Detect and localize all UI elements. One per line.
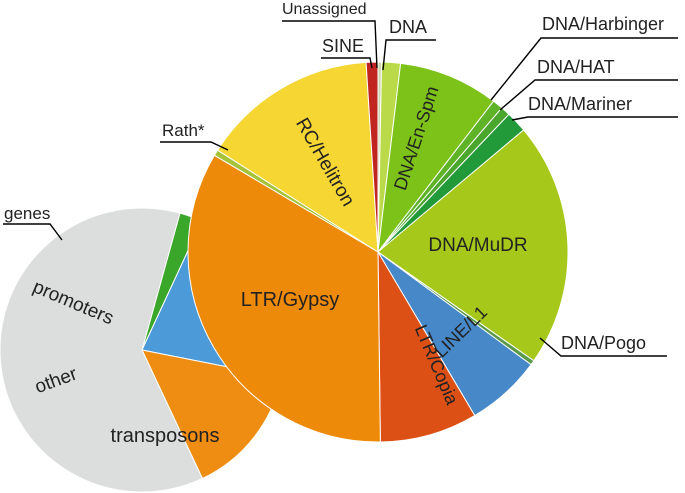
transposon-slice-ltr-copia — [377, 250, 476, 443]
dna-leader — [382, 39, 436, 71]
slice-label-unassigned: Unassigned — [282, 1, 367, 18]
slice-label-rath: Rath* — [162, 121, 205, 140]
slice-label-dna-mariner: DNA/Mariner — [528, 94, 632, 114]
slice-label-transposons: transposons — [111, 425, 220, 447]
sine-leader — [321, 57, 373, 69]
features-slice-transposons — [0, 207, 204, 493]
transposon-slice-ltr-gypsy — [187, 154, 381, 443]
mariner-leader — [511, 116, 678, 121]
transposon-slice-rc-helitron — [216, 61, 379, 253]
genes-leader — [3, 223, 63, 241]
unassigned-leader — [282, 20, 378, 69]
slice-label-dna-mudr: DNA/MuDR — [428, 235, 527, 256]
hat-leader — [499, 79, 678, 111]
leader-lines — [3, 20, 678, 357]
transposon-slice-dna-mudr — [377, 129, 569, 362]
harbinger-leader — [490, 37, 678, 101]
slice-label-ltr-gypsy: LTR/Gypsy — [241, 289, 340, 311]
slice-label-dna-harbinger: DNA/Harbinger — [542, 14, 664, 34]
slice-label-dna: DNA — [389, 17, 427, 37]
rath-leader — [160, 141, 229, 151]
slice-label-dna-pogo: DNA/Pogo — [561, 333, 646, 353]
transposon-slice-sine — [365, 61, 379, 253]
transposon-slice-dna-en-spm — [377, 62, 495, 254]
pogo-leader — [539, 337, 667, 357]
transposon-families-pie — [187, 61, 569, 443]
slice-label-dna-hat: DNA/HAT — [537, 57, 615, 77]
slice-label-sine: SINE — [322, 36, 364, 56]
slice-label-genes: genes — [4, 204, 50, 223]
